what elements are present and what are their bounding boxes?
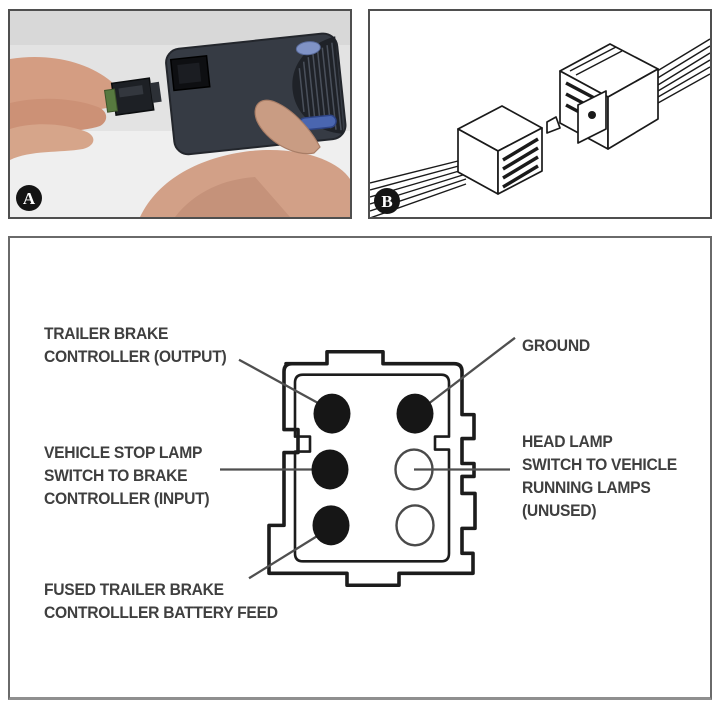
right-connector-body [546,43,659,150]
right-connector-wires [653,38,710,104]
pin-ground [396,393,434,434]
label-trailer-brake-output: TRAILER BRAKE CONTROLLER (OUTPUT) [44,324,227,366]
plug-housing [110,77,155,116]
harness-connector-plug [103,77,162,116]
photo-hands-and-brake-controller: A [10,11,350,217]
callout-line-output [238,358,322,406]
connector-pinout-drawing [220,336,516,588]
right-connector-ridge [569,46,617,72]
pin-stop-lamp-input [311,449,349,490]
left-hand-finger-low [10,124,94,160]
connector-inner-cavity [293,373,451,563]
pin-trailer-brake-output [313,393,351,434]
label-stop-lamp-input: VEHICLE STOP LAMP SWITCH TO BRAKE CONTRO… [44,443,210,508]
panel-b-badge-circle [374,188,400,214]
label-head-lamp-unused: HEAD LAMP SWITCH TO VEHICLE RUNNING LAMP… [522,432,677,520]
device-led-oval [295,41,321,56]
right-hand-thumb [254,99,321,155]
label-ground: GROUND [522,336,590,355]
device-socket-opening [177,62,202,84]
panel-a-badge-circle [16,185,42,211]
drawing-background [370,11,710,217]
pin-unlabeled-spare [395,504,435,547]
right-connector-latch-hole [588,111,596,119]
left-connector-body [457,105,543,195]
callout-line-battery [248,528,329,580]
brake-controller-device [165,32,347,156]
plug-detail [118,85,144,98]
right-connector-side-latch [546,116,561,134]
plug-latch [149,81,162,103]
label-battery-feed: FUSED TRAILER BRAKE CONTROLLLER BATTERY … [44,580,278,622]
device-dial-ribs [298,42,342,131]
panel-connector-pinout: TRAILER BRAKE CONTROLLER (OUTPUT) GROUND… [8,236,712,700]
panel-photo-install: A [8,9,352,219]
device-dial-recess [292,36,344,134]
right-hand-wrist-shadow [175,177,290,217]
left-connector-terminal-slots [502,137,539,189]
drawing-two-harness-connectors: B [370,11,710,217]
panel-drawing-connectors: B [368,9,712,219]
callout-line-ground [425,336,516,407]
panel-b-badge-letter: B [381,192,392,211]
plug-pcb-edge [103,88,119,113]
pin-battery-feed [312,505,350,546]
panel-a-badge-letter: A [23,189,36,208]
right-connector-ridge-2 [575,50,623,76]
